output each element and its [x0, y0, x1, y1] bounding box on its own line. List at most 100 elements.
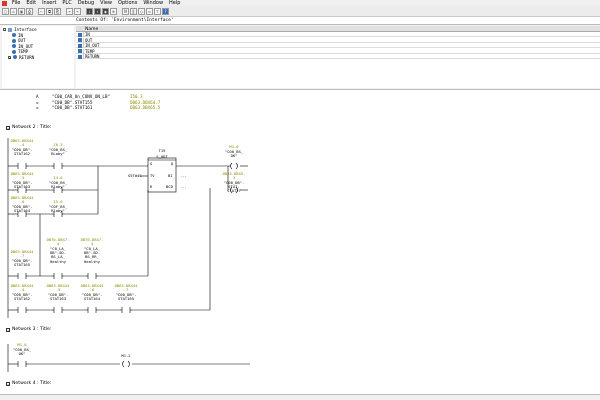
contact-symbol: "C00_DB". STAT164	[81, 292, 103, 302]
tree-item-label: IN_OUT	[18, 43, 34, 49]
box-icon[interactable]: ▭	[146, 7, 153, 15]
paste-icon[interactable]: ⎘	[54, 7, 61, 15]
contact-address: I0.3	[53, 142, 63, 147]
timer-name: T19	[158, 148, 166, 153]
stl-line: =	[36, 105, 39, 110]
network-4-title[interactable]: −Network 4 : Title:	[6, 381, 52, 386]
tree-item-label: IN	[18, 32, 24, 38]
menu-options[interactable]: Options	[118, 0, 138, 6]
collapse-icon[interactable]: −	[6, 381, 10, 386]
parameter-icon	[78, 38, 82, 42]
monitor-icon[interactable]: ◉	[102, 7, 109, 15]
status-bar	[0, 394, 600, 400]
row-label: OUT	[85, 37, 93, 43]
parameter-icon	[78, 32, 82, 37]
contact-symbol: "C00_BS_ OK"	[12, 347, 32, 357]
menu-insert[interactable]: Insert	[42, 0, 57, 6]
menu-window[interactable]: Window	[143, 0, 164, 6]
timer-pin-tv: TV	[150, 173, 155, 178]
contact-symbol: "C00_DB". STAT165	[11, 258, 33, 268]
contact-address: DB63.DBX44 .5	[10, 171, 34, 181]
parameter-icon	[78, 49, 82, 53]
interface-tree: − Interface IN OUT IN_OUT TEMP + RETURN	[2, 26, 74, 88]
tree-item-in[interactable]: IN	[12, 33, 23, 38]
tree-item-out[interactable]: OUT	[12, 38, 26, 43]
coil-right-arc	[235, 162, 238, 170]
row-label: IN	[85, 32, 90, 37]
contact-symbol: "C00_DB". STAT162	[11, 147, 33, 157]
redo-icon[interactable]: ↷	[74, 7, 81, 15]
contact-address: M1.0	[17, 342, 27, 347]
contact-symbol: "C0_LA_ DB".SD. BS_RR_ Healthy	[83, 246, 101, 264]
save-icon[interactable]: ▣	[18, 7, 25, 15]
parameter-icon	[12, 49, 16, 54]
tree-item-label: TEMP	[18, 49, 29, 54]
menu-help[interactable]: Help	[169, 0, 181, 6]
table-row[interactable]: IN	[76, 32, 600, 37]
stl-address: DB63.DBX65.5	[130, 105, 161, 110]
network-3-title[interactable]: −Network 3 : Title:	[6, 327, 52, 332]
tree-root-label: Interface	[14, 27, 37, 32]
parameter-icon	[78, 43, 82, 48]
network-icon[interactable]: N	[122, 7, 129, 15]
contact-address: DB63.DBX44 .6	[80, 283, 104, 293]
timer-pin-r: R	[150, 184, 153, 189]
contact-address: DB63.DBX44 .7	[114, 283, 138, 293]
contact-symbol: "C0F_BS_ Rloby"	[48, 204, 68, 214]
collapse-icon[interactable]: −	[6, 327, 10, 332]
tree-root[interactable]: − Interface	[3, 27, 37, 32]
contact-symbol: "C00_DB". STAT165	[115, 292, 137, 302]
table-row[interactable]: TEMP	[76, 48, 600, 54]
help-icon[interactable]: ?	[162, 7, 169, 15]
coil-icon[interactable]: ◯	[138, 7, 145, 15]
row-label: IN_OUT	[85, 43, 100, 48]
contact-address: DB63.DBX44 .5	[46, 283, 70, 293]
coil-address: DB63.DBX5. 3	[222, 171, 246, 181]
menu-plc[interactable]: PLC	[62, 0, 72, 6]
collapse-icon[interactable]: −	[6, 125, 10, 130]
open-icon[interactable]: ⌂	[10, 7, 17, 15]
stl-operand: "C00_CAR_On_CONV_ON_LB"	[52, 94, 110, 99]
zoom-icon[interactable]: ⊕	[110, 7, 117, 15]
row-label: TEMP	[85, 48, 95, 54]
upload-icon[interactable]: ⇧	[94, 7, 101, 15]
coil-right-arc	[235, 186, 238, 194]
expand-icon[interactable]: +	[8, 55, 11, 60]
network-2-title[interactable]: −Network 2 : Title:	[6, 125, 52, 130]
timer-bcd-output: ...	[180, 184, 187, 189]
copy-icon[interactable]: ⧉	[46, 7, 53, 15]
timer-pin-q: Q	[171, 161, 174, 166]
menu-view[interactable]: View	[100, 0, 113, 6]
stl-operand: "C00_DB".STAT155	[52, 99, 93, 105]
interface-table: Name IN OUT IN_OUT TEMP RETURN	[76, 26, 600, 88]
contact-icon[interactable]: ‖	[130, 7, 137, 15]
contact-symbol: "C00_BS_ RLoby"	[48, 147, 68, 157]
timer-pin-bcd: BCD	[166, 184, 173, 189]
contact-address: DB63.DBX44 .4	[10, 138, 34, 148]
cut-icon[interactable]: ✂	[38, 7, 45, 15]
branch-icon[interactable]: ⊤	[154, 7, 161, 15]
contact-symbol: "C00_BS_ Rloby"	[48, 180, 68, 190]
stl-operand: "C00_DB".STAT161	[52, 105, 93, 110]
menu-debug[interactable]: Debug	[77, 0, 95, 6]
menu-file[interactable]: File	[12, 0, 21, 6]
table-row[interactable]: RETURN	[76, 54, 600, 59]
stl-line: =	[36, 99, 39, 105]
stl-address: DB63.DBX64.7	[130, 99, 161, 105]
menu-edit[interactable]: Edit	[26, 0, 37, 6]
contact-symbol: "C00_DB". STAT164	[11, 204, 33, 214]
tree-item-temp[interactable]: TEMP	[12, 49, 28, 54]
parameter-icon	[12, 44, 16, 48]
tree-item-in-out[interactable]: IN_OUT	[12, 44, 33, 49]
table-row[interactable]: OUT	[76, 37, 600, 43]
undo-icon[interactable]: ↶	[66, 7, 73, 15]
download-icon[interactable]: ⇩	[86, 7, 93, 15]
new-icon[interactable]: □	[2, 7, 9, 15]
table-header[interactable]: Name	[76, 26, 600, 32]
parameter-icon	[13, 55, 17, 59]
tree-item-return[interactable]: + RETURN	[8, 55, 34, 60]
collapse-icon[interactable]: −	[3, 28, 6, 32]
table-row[interactable]: IN_OUT	[76, 43, 600, 48]
print-icon[interactable]: ⎙	[26, 7, 33, 15]
